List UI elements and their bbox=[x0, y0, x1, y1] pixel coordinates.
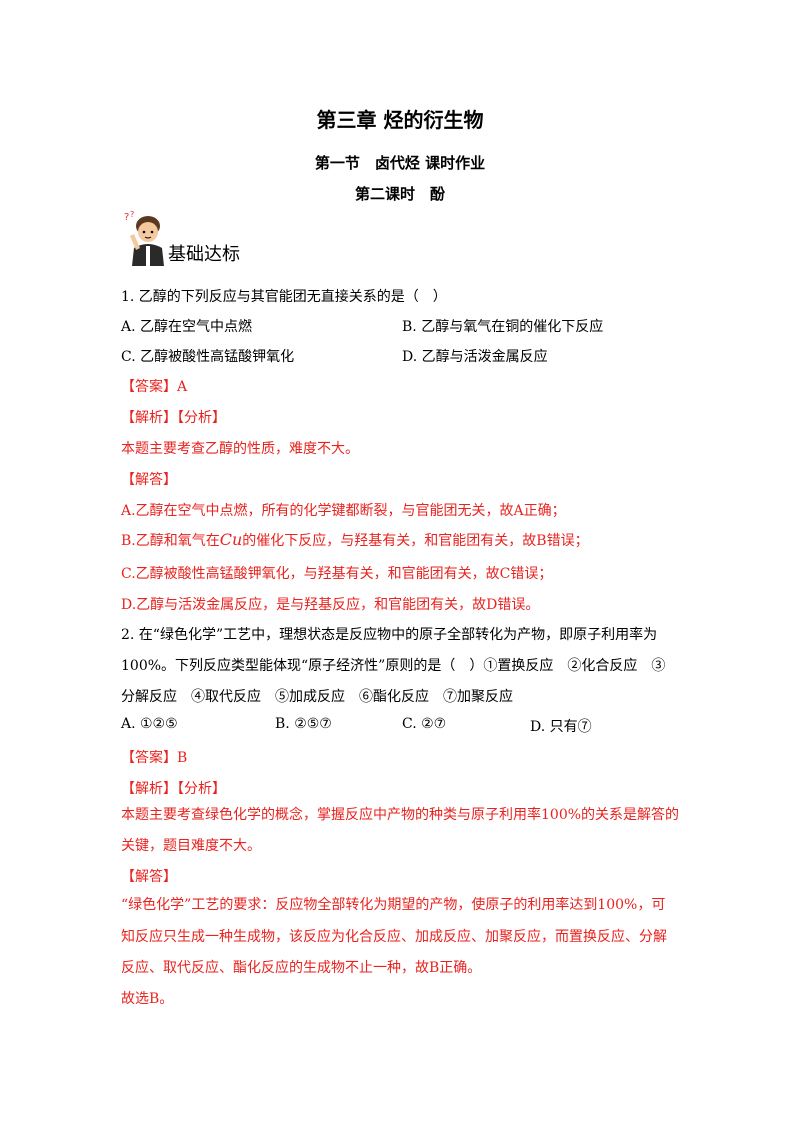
svg-text:?: ? bbox=[130, 210, 134, 219]
q2-answer: 【答案】B bbox=[121, 750, 188, 766]
q1-option-a: A. 乙醇在空气中点燃 bbox=[121, 319, 253, 335]
q2-option-a: A. ①②⑤ bbox=[121, 716, 178, 732]
q1-option-c: C. 乙醇被酸性高锰酸钾氧化 bbox=[121, 349, 295, 365]
q2-analysis-line-2: 关键，题目难度不大。 bbox=[121, 838, 261, 854]
q1-solution-b-post: 的催化下反应，与羟基有关，和官能团有关，故B错误； bbox=[242, 533, 589, 549]
q2-analysis-line-1: 本题主要考查绿色化学的概念，掌握反应中产物的种类与原子利用率100%的关系是解答… bbox=[121, 807, 680, 823]
q1-solution-a: A.乙醇在空气中点燃，所有的化学键都断裂，与官能团无关，故A正确； bbox=[121, 503, 566, 519]
q2-solution-line-3: 反应、取代反应、酯化反应的生成物不止一种，故B正确。 bbox=[121, 960, 482, 976]
q2-option-d: D. 只有⑦ bbox=[530, 719, 592, 735]
chapter-title: 第三章 烃的衍生物 bbox=[316, 108, 484, 132]
lesson-title: 第二课时 酚 bbox=[354, 185, 445, 203]
q1-solution-b: B.乙醇和氧气在Cu的催化下反应，与羟基有关，和官能团有关，故B错误； bbox=[121, 530, 589, 550]
q1-solution-b-pre: B.乙醇和氧气在 bbox=[121, 533, 220, 549]
q2-stem-line-3: 分解反应 ④取代反应 ⑤加成反应 ⑥酯化反应 ⑦加聚反应 bbox=[121, 689, 513, 705]
q1-answer: 【答案】A bbox=[121, 379, 188, 395]
q1-solution-c: C.乙醇被酸性高锰酸钾氧化，与羟基有关，和官能团有关，故C错误； bbox=[121, 566, 553, 582]
q1-analysis-head: 【解析】【分析】 bbox=[121, 410, 226, 426]
section-label: 基础达标 bbox=[168, 244, 240, 265]
q1-option-d: D. 乙醇与活泼金属反应 bbox=[402, 349, 548, 365]
q1-solution-head: 【解答】 bbox=[121, 472, 177, 488]
q2-stem-line-1: 2. 在“绿色化学”工艺中，理想状态是反应物中的原子全部转化为产物，即原子利用率… bbox=[121, 627, 658, 643]
svg-text:?: ? bbox=[124, 212, 129, 223]
q2-solution-head: 【解答】 bbox=[121, 869, 177, 885]
q1-stem: 1. 乙醇的下列反应与其官能团无直接关系的是（ ） bbox=[121, 289, 447, 305]
q2-option-c: C. ②⑦ bbox=[402, 716, 447, 732]
q1-solution-d: D.乙醇与活泼金属反应，是与羟基反应，和官能团有关，故D错误。 bbox=[121, 597, 540, 613]
q2-solution-line-1: “绿色化学”工艺的要求：反应物全部转化为期望的产物，使原子的利用率达到100%，… bbox=[121, 897, 666, 913]
copper-symbol: Cu bbox=[219, 530, 243, 549]
q1-analysis: 本题主要考查乙醇的性质，难度不大。 bbox=[121, 441, 359, 457]
q2-analysis-head: 【解析】【分析】 bbox=[121, 781, 226, 797]
q2-option-b: B. ②⑤⑦ bbox=[275, 716, 332, 732]
q2-conclusion: 故选B。 bbox=[121, 991, 174, 1007]
student-thinking-icon: ? ? bbox=[124, 210, 164, 266]
q2-solution-line-2: 知反应只生成一种生成物，该反应为化合反应、加成反应、加聚反应，而置换反应、分解 bbox=[121, 929, 667, 945]
section-title: 第一节 卤代烃 课时作业 bbox=[314, 154, 486, 172]
q2-stem-line-2: 100%。下列反应类型能体现“原子经济性”原则的是（ ）①置换反应 ②化合反应 … bbox=[121, 658, 666, 674]
q1-option-b: B. 乙醇与氧气在铜的催化下反应 bbox=[402, 319, 604, 335]
